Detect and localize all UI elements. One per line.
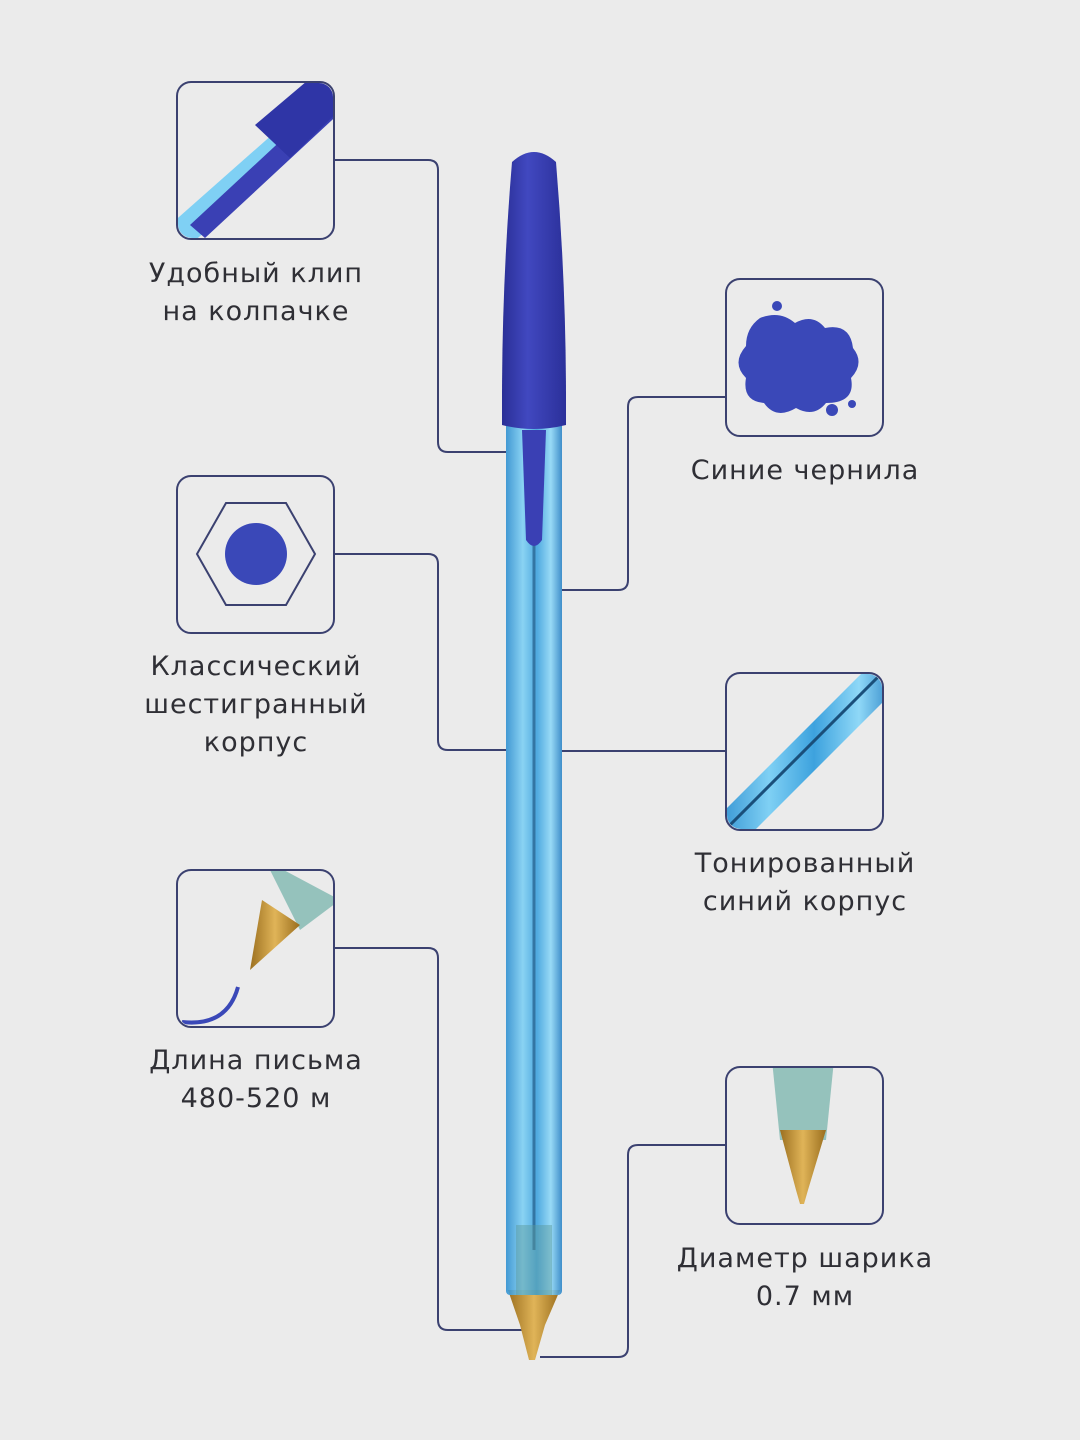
pen-tip-icon [772,1068,834,1204]
label-line: 480-520 м [180,1083,332,1114]
pen-cap-clip-icon [178,83,333,238]
hex-feature-label: Классический шестигранный корпус [96,648,416,762]
label-line: Классический [150,651,362,682]
label-line: Длина письма [149,1045,363,1076]
tinted-feature-label: Тонированный синий корпус [645,845,965,921]
pen-writing-icon [181,871,333,1025]
ink-blot-icon [738,301,859,416]
label-line: синий корпус [702,886,908,917]
label-line: корпус [203,727,309,758]
clip-feature-label: Удобный клип на колпачке [96,255,416,331]
pen-illustration [502,152,566,1360]
hexagon-icon [195,502,317,606]
label-line: 0.7 мм [755,1281,855,1312]
label-line: шестигранный [144,689,368,720]
tinted-body-icon [727,674,882,829]
label-line: на колпачке [162,296,350,327]
label-line: Тонированный [694,848,916,879]
connector-lines [334,159,726,1358]
label-line: Синие чернила [690,455,920,486]
length-feature-label: Длина письма 480-520 м [96,1042,416,1118]
label-line: Удобный клип [148,258,364,289]
ball-feature-label: Диаметр шарика 0.7 мм [645,1240,965,1316]
label-line: Диаметр шарика [676,1243,934,1274]
ink-feature-label: Синие чернила [645,452,965,490]
